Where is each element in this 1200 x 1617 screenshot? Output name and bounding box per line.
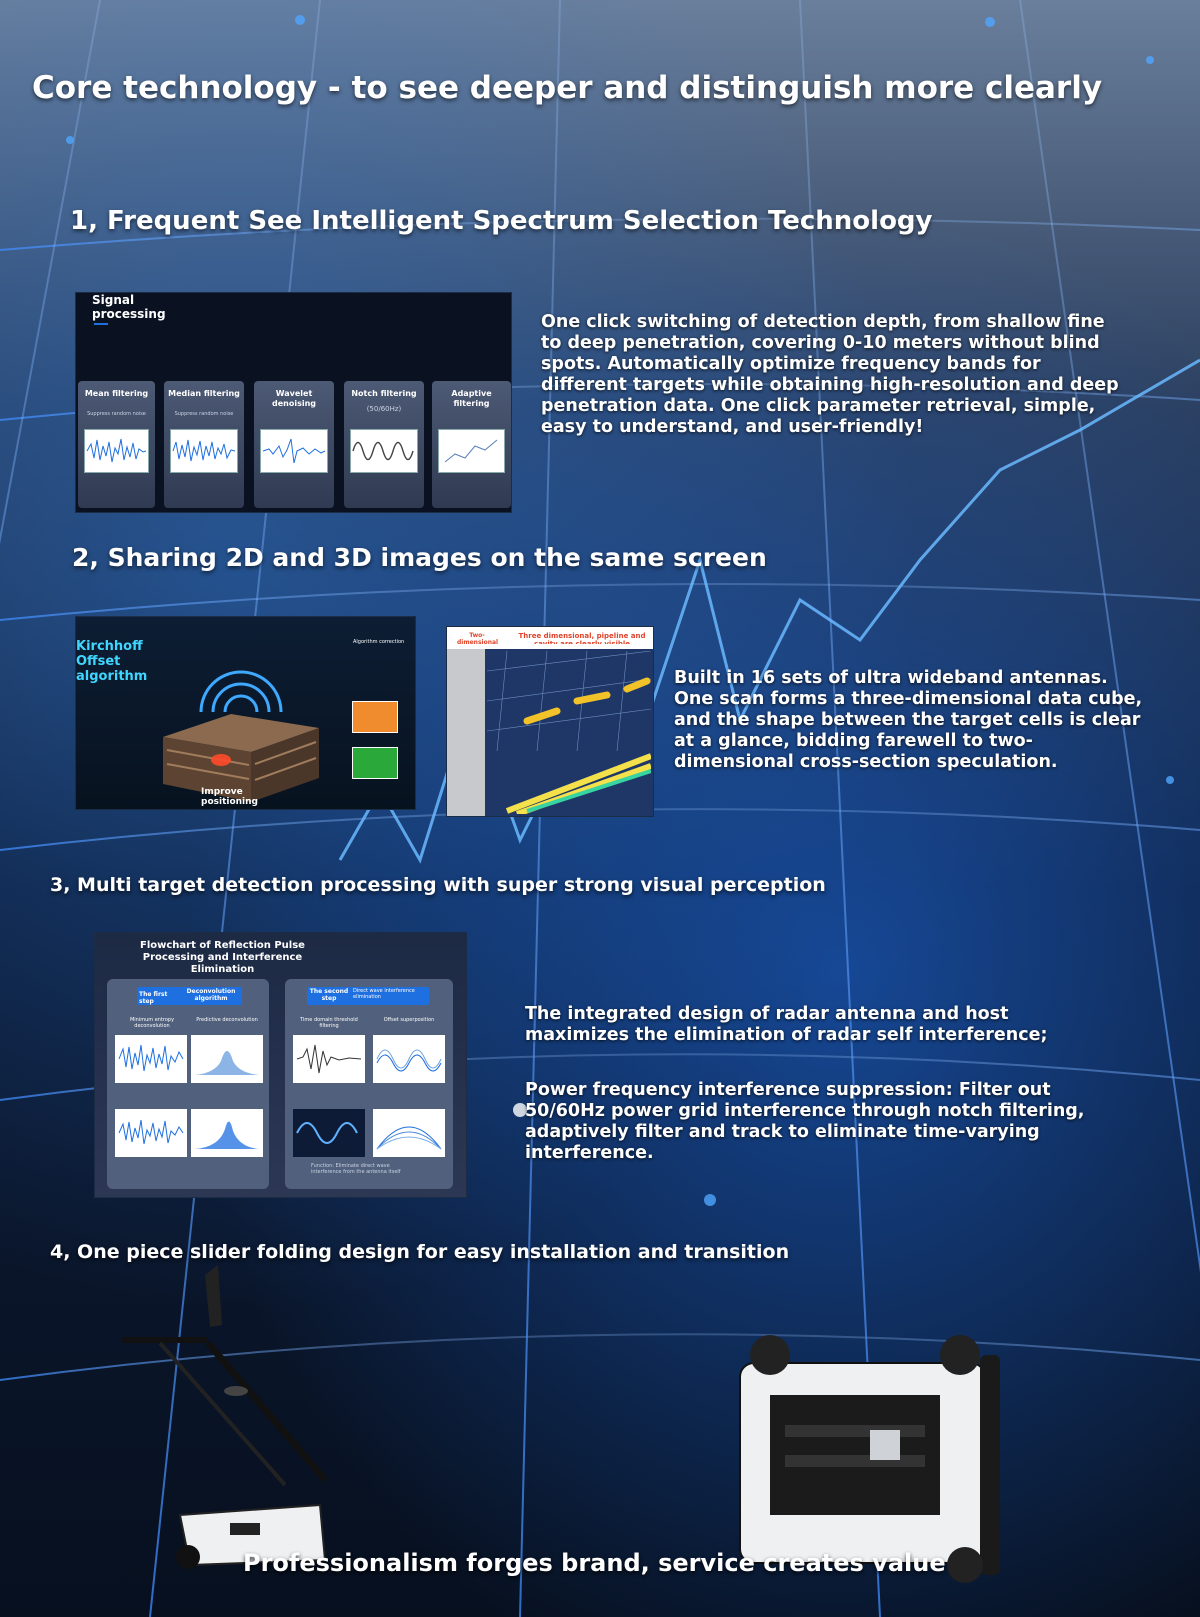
footer-slogan: Professionalism forges brand, service cr… — [243, 1549, 946, 1577]
kirchhoff-panel: Kirchhoff Offset algorithm Algorithm cor… — [75, 616, 416, 810]
filter-sub: Suppress random noise — [174, 411, 234, 417]
waveform-plot — [260, 429, 328, 473]
filter-label: Median filtering — [168, 389, 240, 398]
signal-processing-title: Signal processing — [92, 293, 166, 321]
correction-before-box — [352, 701, 398, 733]
plot-offset-superposition — [373, 1035, 445, 1083]
filter-sub: (50/60Hz) — [366, 405, 402, 413]
waveform-plot — [170, 429, 238, 473]
filter-card-notch: Notch filtering (50/60Hz) — [344, 381, 424, 508]
section4-heading: 4, One piece slider folding design for e… — [50, 1241, 790, 1263]
section3-heading: 3, Multi target detection processing wit… — [50, 874, 826, 896]
correction-after-box — [352, 747, 398, 779]
plot-threshold-filtering — [293, 1035, 365, 1083]
kirchhoff-label: Kirchhoff Offset algorithm — [76, 639, 148, 684]
step1-method-b: Predictive deconvolution — [196, 1017, 258, 1023]
step2-method-a: Time domain threshold filtering — [300, 1017, 358, 1029]
section1-description: One click switching of detection depth, … — [541, 312, 1119, 437]
flowchart-title: Flowchart of Reflection Pulse Processing… — [140, 940, 305, 975]
filter-card-mean: Mean filtering Suppress random noise — [78, 381, 155, 508]
section3-description-1: The integrated design of radar antenna a… — [525, 1004, 1048, 1045]
view-3d-header — [447, 627, 653, 649]
plot-minimum-entropy — [115, 1035, 187, 1083]
step2-banner — [307, 987, 429, 1005]
step1-name: Deconvolution algorithm — [186, 988, 236, 1002]
filter-card-median: Median filtering Suppress random noise — [164, 381, 244, 508]
signal-processing-panel: Signal processing Mean filtering Suppres… — [75, 292, 512, 513]
step2-method-b: Offset superposition — [383, 1017, 435, 1023]
improve-accuracy-label: Improve positioning accuracy — [201, 787, 258, 809]
filter-card-adaptive: Adaptive filtering — [432, 381, 511, 508]
waveform-plot — [350, 429, 418, 473]
step1-banner — [137, 987, 242, 1005]
step2-function: Function: Eliminate direct wave interfer… — [311, 1163, 401, 1175]
view-3d-panel: Two-dimensional Three dimensional, pipel… — [446, 626, 654, 817]
plot-predictive — [191, 1035, 263, 1083]
filter-card-wavelet: Wavelet denoising — [254, 381, 334, 508]
step2-name: Direct wave interference elimination — [353, 988, 415, 1000]
flowchart-panel: Flowchart of Reflection Pulse Processing… — [94, 932, 467, 1198]
section3-description-2: Power frequency interference suppression… — [525, 1080, 1085, 1163]
tab-two-dimensional: Two-dimensional — [457, 632, 499, 646]
step1-column: The first step Deconvolution algorithm M… — [107, 979, 269, 1189]
step1-tag: The first step — [139, 991, 168, 1005]
step2-tag: The second step — [309, 988, 349, 1002]
plot-superposition-result — [373, 1109, 445, 1157]
gpr-folded-unit-photo — [739, 1335, 1000, 1583]
step1-method-a: Minimum entropy deconvolution — [129, 1017, 175, 1029]
layered-ground-illustration — [163, 670, 319, 802]
waveform-plot — [84, 429, 149, 473]
section2-heading: 2, Sharing 2D and 3D images on the same … — [72, 543, 767, 572]
filter-label: Mean filtering — [84, 389, 149, 398]
filter-label: Notch filtering — [351, 389, 417, 398]
algorithm-correction-label: Algorithm correction — [353, 639, 405, 645]
section2-description: Built in 16 sets of ultra wideband anten… — [674, 668, 1143, 772]
waveform-plot — [438, 429, 505, 473]
gpr-cart-photo — [122, 1265, 328, 1569]
plot-minimum-entropy-result — [115, 1109, 187, 1157]
page-title: Core technology - to see deeper and dist… — [32, 70, 1103, 106]
filter-label: Adaptive filtering — [451, 389, 492, 408]
3d-data-cube-plot — [487, 651, 651, 814]
cross-section-strip — [447, 649, 485, 816]
filter-label: Wavelet denoising — [271, 389, 316, 408]
plot-predictive-result — [191, 1109, 263, 1157]
tab-three-dimensional: Three dimensional, pipeline and cavity a… — [518, 632, 646, 644]
title-underline — [94, 323, 108, 325]
step2-column: The second step Direct wave interference… — [285, 979, 453, 1189]
section1-heading: 1, Frequent See Intelligent Spectrum Sel… — [70, 206, 933, 236]
filter-sub: Suppress random noise — [87, 411, 146, 417]
plot-direct-wave — [293, 1109, 365, 1157]
